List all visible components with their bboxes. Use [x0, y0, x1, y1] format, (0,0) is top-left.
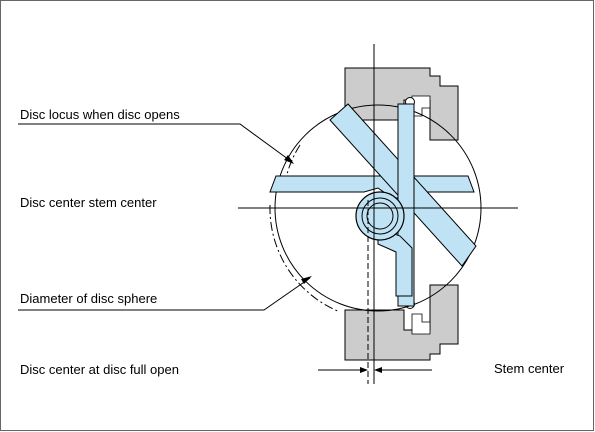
disc-locus-arc-lower — [269, 204, 341, 313]
upper-seat-detail — [411, 95, 431, 117]
dimension-arrow-left — [360, 367, 368, 373]
disc-lower-arm — [377, 227, 413, 297]
label-disc-locus: Disc locus when disc opens — [20, 107, 180, 122]
label-diameter-disc-sphere: Diameter of disc sphere — [20, 291, 157, 306]
leader-disc-sphere — [18, 277, 311, 311]
stem-inner — [366, 202, 394, 230]
leader-arrow-disc-sphere — [301, 276, 312, 284]
lower-body — [344, 284, 459, 361]
lower-seat-detail — [411, 313, 431, 335]
dimension-arrow-right — [374, 367, 382, 373]
leader-disc-locus — [18, 123, 293, 163]
label-disc-center-full-open: Disc center at disc full open — [20, 362, 179, 377]
label-stem-center: Stem center — [494, 361, 565, 376]
label-disc-center-stem-center: Disc center stem center — [20, 195, 157, 210]
leader-arrow-disc-locus — [284, 155, 294, 164]
disc-locus-arc-upper — [283, 144, 301, 189]
